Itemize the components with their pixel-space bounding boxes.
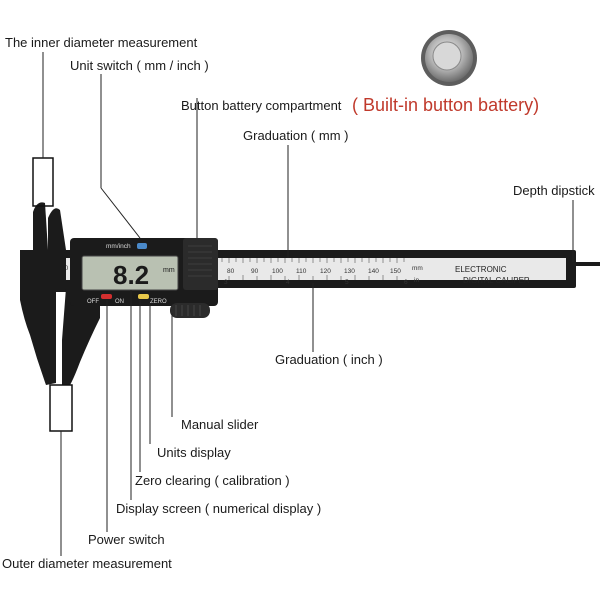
label-graduation-mm: Graduation ( mm ) xyxy=(243,128,349,143)
inch-scale-labels: 3 4 5 6 xyxy=(224,279,408,286)
mm-tick-label: 80 xyxy=(227,268,235,275)
sliding-inner-jaw xyxy=(48,208,66,250)
leader-unit-switch-diagonal xyxy=(100,187,141,239)
thumb-wheel-grip xyxy=(175,305,201,316)
on-label: ON xyxy=(115,299,124,305)
zero-button[interactable] xyxy=(138,294,149,299)
brand-text: ELECTRONIC DIGITAL CALIPER xyxy=(455,265,530,285)
label-depth-dipstick: Depth dipstick xyxy=(513,183,595,198)
outer-diameter-bracket xyxy=(49,384,73,432)
sliding-outer-jaw xyxy=(62,288,100,385)
label-unit-switch: Unit switch ( mm / inch ) xyxy=(70,58,209,73)
label-units-display: Units display xyxy=(157,445,231,460)
mm-tick-label: 90 xyxy=(251,268,259,275)
inch-tick-label: 3 xyxy=(224,279,228,286)
off-label: OFF xyxy=(87,299,99,305)
scale-mm-unit: mm xyxy=(412,265,423,272)
lcd-screen xyxy=(81,255,179,291)
brand-line-1: ELECTRONIC xyxy=(455,265,507,274)
mm-tick-label: 150 xyxy=(390,268,401,275)
inch-tick-label: 6 xyxy=(404,279,408,286)
lcd-unit: mm xyxy=(163,267,175,274)
battery-cap-grip xyxy=(188,245,212,277)
depth-dipstick-rod xyxy=(573,262,600,266)
label-inner-diameter: The inner diameter measurement xyxy=(5,35,198,50)
label-graduation-inch: Graduation ( inch ) xyxy=(275,352,383,367)
off-button[interactable] xyxy=(101,294,112,299)
mm-tick-label: 140 xyxy=(368,268,379,275)
mm-tick-label: 110 xyxy=(296,268,307,275)
scale-in-unit: in xyxy=(414,277,419,284)
inner-diameter-bracket xyxy=(32,157,54,207)
lcd-reading: 8.2 xyxy=(113,260,149,290)
button-labels: OFF ON ZERO xyxy=(87,299,167,305)
label-manual-slider: Manual slider xyxy=(181,417,259,432)
label-battery-compartment: Button battery compartment xyxy=(181,98,342,113)
fixed-outer-jaw xyxy=(20,250,66,385)
mm-tick-label: 120 xyxy=(320,268,331,275)
inch-tick-label: 4 xyxy=(286,279,290,286)
label-display-screen: Display screen ( numerical display ) xyxy=(116,501,322,516)
leader-lines xyxy=(42,52,574,556)
brand-line-2: DIGITAL CALIPER xyxy=(463,276,530,285)
label-power-switch: Power switch xyxy=(88,532,165,547)
mm-tick-label: 130 xyxy=(344,268,355,275)
mm-tick-label: 100 xyxy=(272,268,283,275)
label-zero-clearing: Zero clearing ( calibration ) xyxy=(135,473,290,488)
mode-label: mm/inch xyxy=(106,243,131,250)
button-battery-icon xyxy=(421,30,477,86)
label-outer-diameter: Outer diameter measurement xyxy=(2,556,172,571)
fixed-inner-jaw xyxy=(33,202,48,250)
zero-label: ZERO xyxy=(150,299,167,305)
inch-tick-label: 5 xyxy=(345,279,349,286)
mode-indicator-icon xyxy=(137,243,147,249)
label-builtin-battery: ( Built-in button battery) xyxy=(352,95,540,115)
